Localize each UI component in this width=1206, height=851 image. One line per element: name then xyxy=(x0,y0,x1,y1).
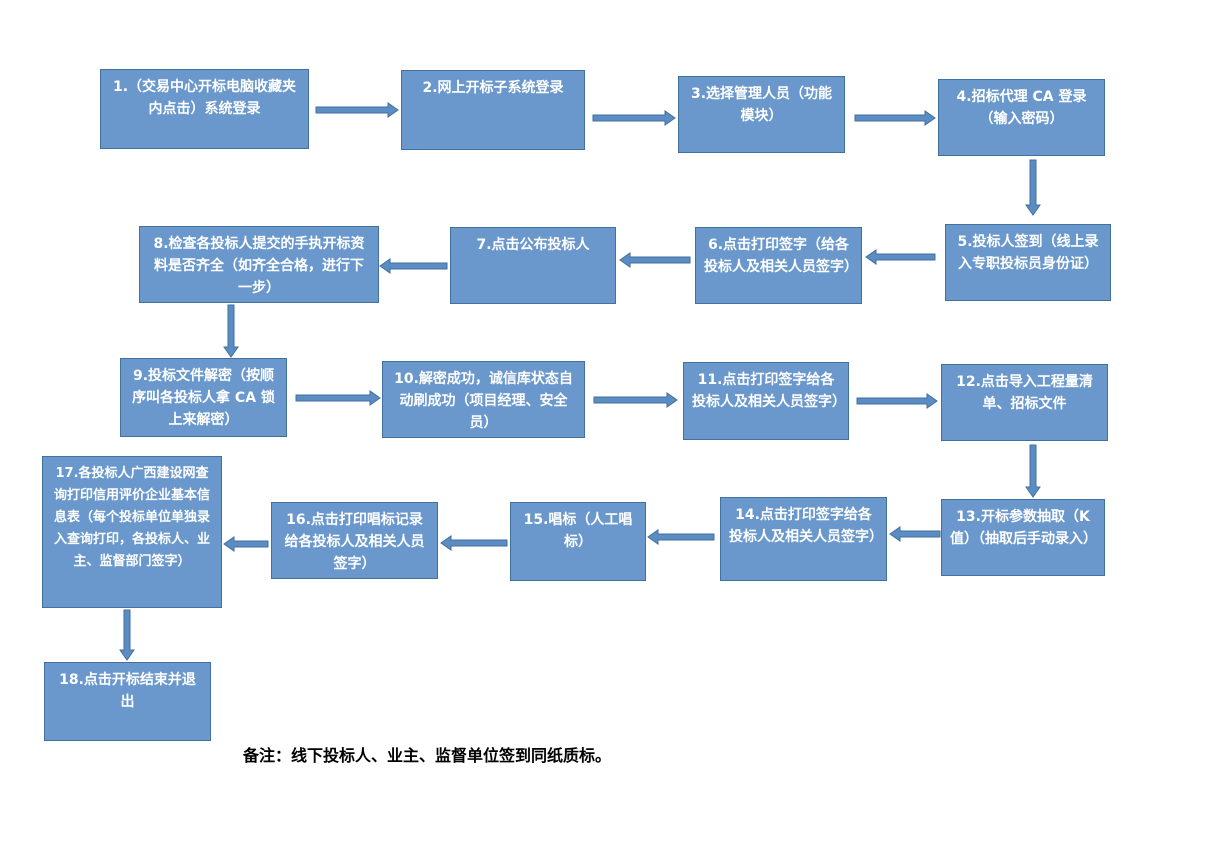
step-2: 2.网上开标子系统登录 xyxy=(401,70,585,150)
arrow-13-to-14 xyxy=(889,526,941,542)
arrow-2-to-3 xyxy=(592,110,676,126)
step-10: 10.解密成功，诚信库状态自动刷成功（项目经理、安全员） xyxy=(382,361,585,438)
arrow-1-to-2 xyxy=(315,102,399,118)
step-6: 6.点击打印签字（给各投标人及相关人员签字） xyxy=(695,227,862,304)
arrow-5-to-6 xyxy=(865,249,936,265)
arrow-8-to-9 xyxy=(223,304,239,358)
step-4: 4.招标代理 CA 登录（输入密码） xyxy=(938,79,1105,156)
step-7: 7.点击公布投标人 xyxy=(450,227,616,304)
step-9: 9.投标文件解密（按顺序叫各投标人拿 CA 锁上来解密） xyxy=(120,358,287,437)
step-18: 18.点击开标结束并退出 xyxy=(44,662,211,741)
step-17: 17.各投标人广西建设网查询打印信用评价企业基本信息表（每个投标单位单独录入查询… xyxy=(42,456,222,608)
arrow-3-to-4 xyxy=(854,110,936,126)
arrow-12-to-13 xyxy=(1025,444,1041,498)
arrow-16-to-17 xyxy=(223,536,269,552)
step-5: 5.投标人签到（线上录入专职投标员身份证） xyxy=(945,224,1111,301)
arrow-17-to-18 xyxy=(119,609,135,661)
step-8: 8.检查各投标人提交的手执开标资料是否齐全（如齐全合格，进行下一步） xyxy=(139,226,379,303)
step-15: 15.唱标（人工唱标） xyxy=(510,502,646,581)
arrow-6-to-7 xyxy=(619,252,691,268)
arrow-15-to-16 xyxy=(440,535,508,551)
arrow-14-to-15 xyxy=(647,529,715,545)
step-11: 11.点击打印签字给各投标人及相关人员签字） xyxy=(683,362,849,440)
footnote: 备注：线下投标人、业主、监督单位签到同纸质标。 xyxy=(243,746,612,765)
step-1: 1.（交易中心开标电脑收藏夹内点击）系统登录 xyxy=(100,69,309,149)
arrow-10-to-11 xyxy=(593,392,678,408)
step-12: 12.点击导入工程量清单、招标文件 xyxy=(941,364,1108,441)
step-16: 16.点击打印唱标记录给各投标人及相关人员签字） xyxy=(271,502,438,579)
step-13: 13.开标参数抽取（K 值）（抽取后手动录入） xyxy=(941,499,1105,576)
arrow-11-to-12 xyxy=(856,393,938,409)
arrow-9-to-10 xyxy=(295,390,381,406)
arrow-4-to-5 xyxy=(1025,159,1041,216)
step-14: 14.点击打印签字给各投标人及相关人员签字） xyxy=(720,497,887,581)
step-3: 3.选择管理人员（功能模块） xyxy=(678,76,845,153)
arrow-7-to-8 xyxy=(379,258,448,274)
